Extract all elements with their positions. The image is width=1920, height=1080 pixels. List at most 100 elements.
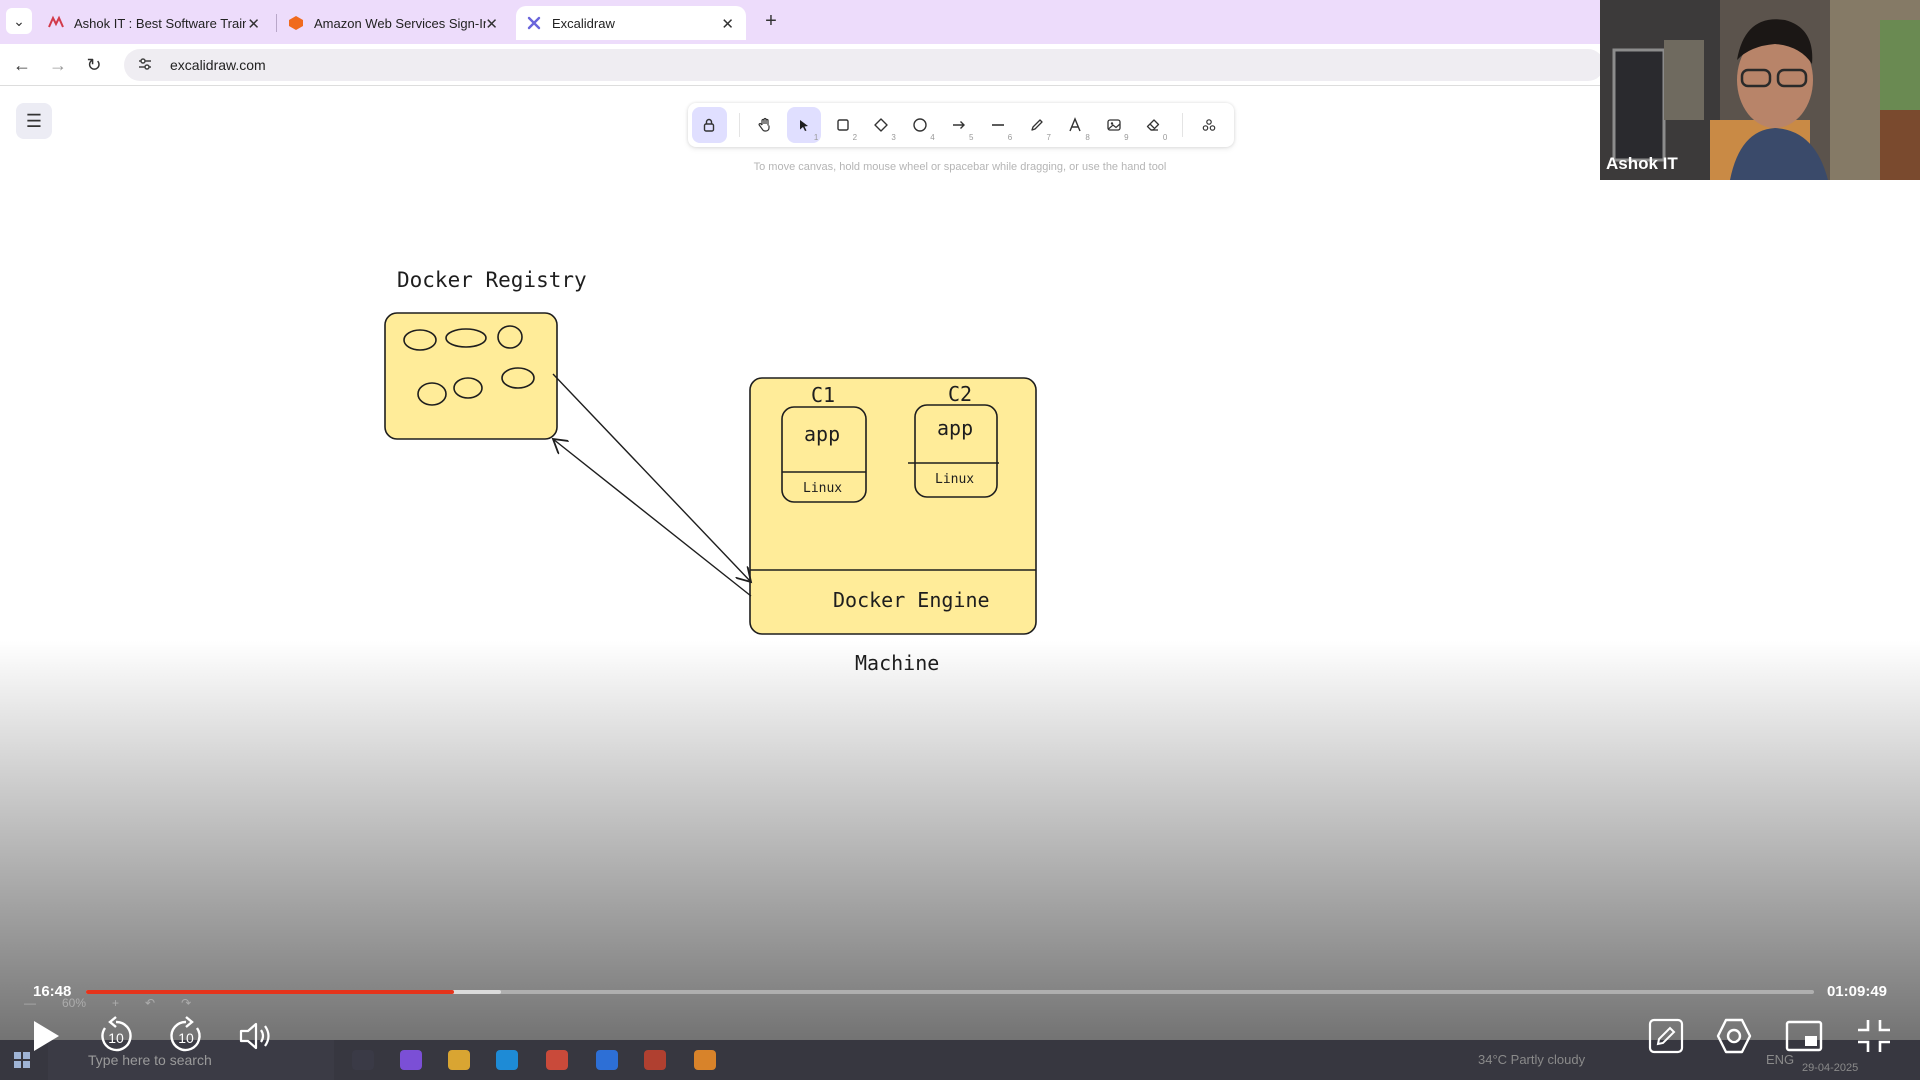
zoom-in-icon[interactable]: + xyxy=(112,996,120,1010)
eraser-tool-icon[interactable]: 0 xyxy=(1136,107,1171,143)
tab-divider xyxy=(276,14,277,32)
excalidraw-canvas[interactable]: ☰ 1 2 3 4 xyxy=(0,87,1600,1080)
new-tab-icon[interactable]: + xyxy=(765,9,777,32)
ellipse-tool-icon[interactable]: 4 xyxy=(903,107,938,143)
task-view-icon[interactable] xyxy=(352,1050,374,1070)
settings-button[interactable] xyxy=(1714,1014,1754,1058)
volume-button[interactable] xyxy=(234,1014,278,1058)
taskbar-date[interactable]: 29-04-2025 xyxy=(1802,1062,1859,1074)
tab-bar: ⌄ Ashok IT : Best Software Training ✕ Am… xyxy=(0,0,1600,44)
language-indicator[interactable]: ENG xyxy=(1766,1052,1795,1067)
c2-app-label[interactable]: app xyxy=(937,416,973,440)
image-ellipse[interactable] xyxy=(501,367,535,389)
svg-text:10: 10 xyxy=(108,1030,124,1046)
undo-icon[interactable]: ↶ xyxy=(145,996,156,1010)
image-ellipse[interactable] xyxy=(445,328,487,348)
skip-back-button[interactable]: 10 xyxy=(94,1014,138,1058)
machine-label[interactable]: Machine xyxy=(855,651,939,675)
ashok-it-favicon-icon xyxy=(48,15,64,31)
copilot-icon[interactable] xyxy=(400,1050,422,1070)
presenter-name: Ashok IT xyxy=(1606,154,1678,173)
c2-label[interactable]: C2 xyxy=(948,382,972,406)
powerpoint-icon[interactable] xyxy=(644,1050,666,1070)
windows-taskbar: Type here to search 34°C Partly cloudy E… xyxy=(0,1040,1920,1080)
forward-arrow-icon[interactable]: → xyxy=(49,54,67,75)
play-icon xyxy=(34,1021,59,1051)
seek-bar[interactable] xyxy=(86,990,1814,994)
zoom-level[interactable]: 60% xyxy=(62,996,87,1010)
total-duration: 01:09:49 xyxy=(1826,983,1887,1000)
tool-key: 2 xyxy=(852,133,858,142)
annotate-button[interactable] xyxy=(1646,1014,1686,1058)
image-ellipse[interactable] xyxy=(403,329,437,351)
tab-search-dropdown-icon[interactable]: ⌄ xyxy=(6,8,32,34)
played-bar xyxy=(86,990,455,994)
picture-in-picture-button[interactable] xyxy=(1784,1014,1824,1058)
container-c2[interactable] xyxy=(914,404,998,498)
pull-arrow[interactable] xyxy=(552,373,751,582)
push-arrow[interactable] xyxy=(553,439,752,597)
skip-forward-button[interactable]: 10 xyxy=(164,1014,208,1058)
settings-hexagon-icon xyxy=(1716,1018,1752,1054)
play-button[interactable] xyxy=(26,1014,66,1058)
image-ellipse[interactable] xyxy=(453,377,483,399)
toolbar-divider xyxy=(1182,113,1184,137)
line-tool-icon[interactable]: 6 xyxy=(980,107,1015,143)
tool-key: 4 xyxy=(930,133,935,142)
diamond-tool-icon[interactable]: 3 xyxy=(864,107,899,143)
tab-ashok-it[interactable]: Ashok IT : Best Software Training ✕ xyxy=(38,6,272,40)
tab-title: Amazon Web Services Sign-In xyxy=(314,15,486,31)
forward-10-icon: 10 xyxy=(170,1016,201,1052)
site-settings-icon[interactable] xyxy=(138,57,158,74)
close-tab-icon[interactable]: ✕ xyxy=(485,16,498,33)
toolbar-divider xyxy=(738,113,740,137)
selection-tool-icon[interactable]: 1 xyxy=(786,107,822,143)
rectangle-tool-icon[interactable]: 2 xyxy=(825,107,860,143)
lock-tool-icon[interactable] xyxy=(692,107,727,143)
c1-os-label[interactable]: Linux xyxy=(803,481,842,496)
svg-text:10: 10 xyxy=(178,1030,194,1046)
tab-title: Excalidraw xyxy=(552,15,615,31)
reload-icon[interactable]: ↻ xyxy=(86,54,102,75)
close-tab-icon[interactable]: ✕ xyxy=(247,16,260,33)
windows-start-icon[interactable] xyxy=(14,1052,30,1068)
back-arrow-icon[interactable]: ← xyxy=(13,54,31,75)
zoom-icon[interactable] xyxy=(596,1050,618,1070)
image-ellipse[interactable] xyxy=(417,382,447,406)
tab-excalidraw[interactable]: Excalidraw ✕ xyxy=(516,6,746,40)
c1-label[interactable]: C1 xyxy=(811,383,835,407)
url-field[interactable]: excalidraw.com xyxy=(124,49,1604,81)
webcam-feed: Ashok IT xyxy=(1600,0,1920,180)
tab-aws[interactable]: Amazon Web Services Sign-In ✕ xyxy=(278,6,510,40)
chrome-icon[interactable] xyxy=(546,1050,568,1070)
registry-box[interactable] xyxy=(384,312,558,440)
arrow-tool-icon[interactable]: 5 xyxy=(942,107,977,143)
draw-tool-icon[interactable]: 7 xyxy=(1019,107,1054,143)
text-tool-icon[interactable]: 8 xyxy=(1058,107,1093,143)
edge-icon[interactable] xyxy=(496,1050,518,1070)
file-explorer-icon[interactable] xyxy=(448,1050,470,1070)
exit-fullscreen-icon xyxy=(1858,1020,1890,1052)
pencil-icon xyxy=(1648,1018,1684,1054)
exit-fullscreen-button[interactable] xyxy=(1854,1014,1894,1058)
hand-tool-icon[interactable] xyxy=(748,107,783,143)
c1-app-label[interactable]: app xyxy=(804,422,840,446)
sublime-icon[interactable] xyxy=(694,1050,716,1070)
docker-diagram[interactable]: Docker Registry C1 C2 app Linux app Linu xyxy=(0,87,1600,1080)
weather-widget[interactable]: 34°C Partly cloudy xyxy=(1478,1052,1586,1067)
image-tool-icon[interactable]: 9 xyxy=(1097,107,1132,143)
tool-key: 5 xyxy=(968,133,974,142)
docker-engine-label[interactable]: Docker Engine xyxy=(833,588,990,612)
hamburger-menu-icon[interactable]: ☰ xyxy=(16,103,52,139)
redo-icon[interactable]: ↷ xyxy=(181,996,192,1010)
image-ellipse[interactable] xyxy=(497,325,523,349)
taskbar-search[interactable]: Type here to search xyxy=(48,1040,334,1080)
more-tools-icon[interactable] xyxy=(1191,107,1226,143)
close-tab-icon[interactable]: ✕ xyxy=(721,16,734,33)
container-c1[interactable] xyxy=(781,406,867,503)
registry-title[interactable]: Docker Registry xyxy=(397,268,587,292)
c2-os-label[interactable]: Linux xyxy=(935,472,974,487)
zoom-out-icon[interactable]: — xyxy=(24,996,36,1010)
aws-favicon-icon xyxy=(288,15,304,31)
